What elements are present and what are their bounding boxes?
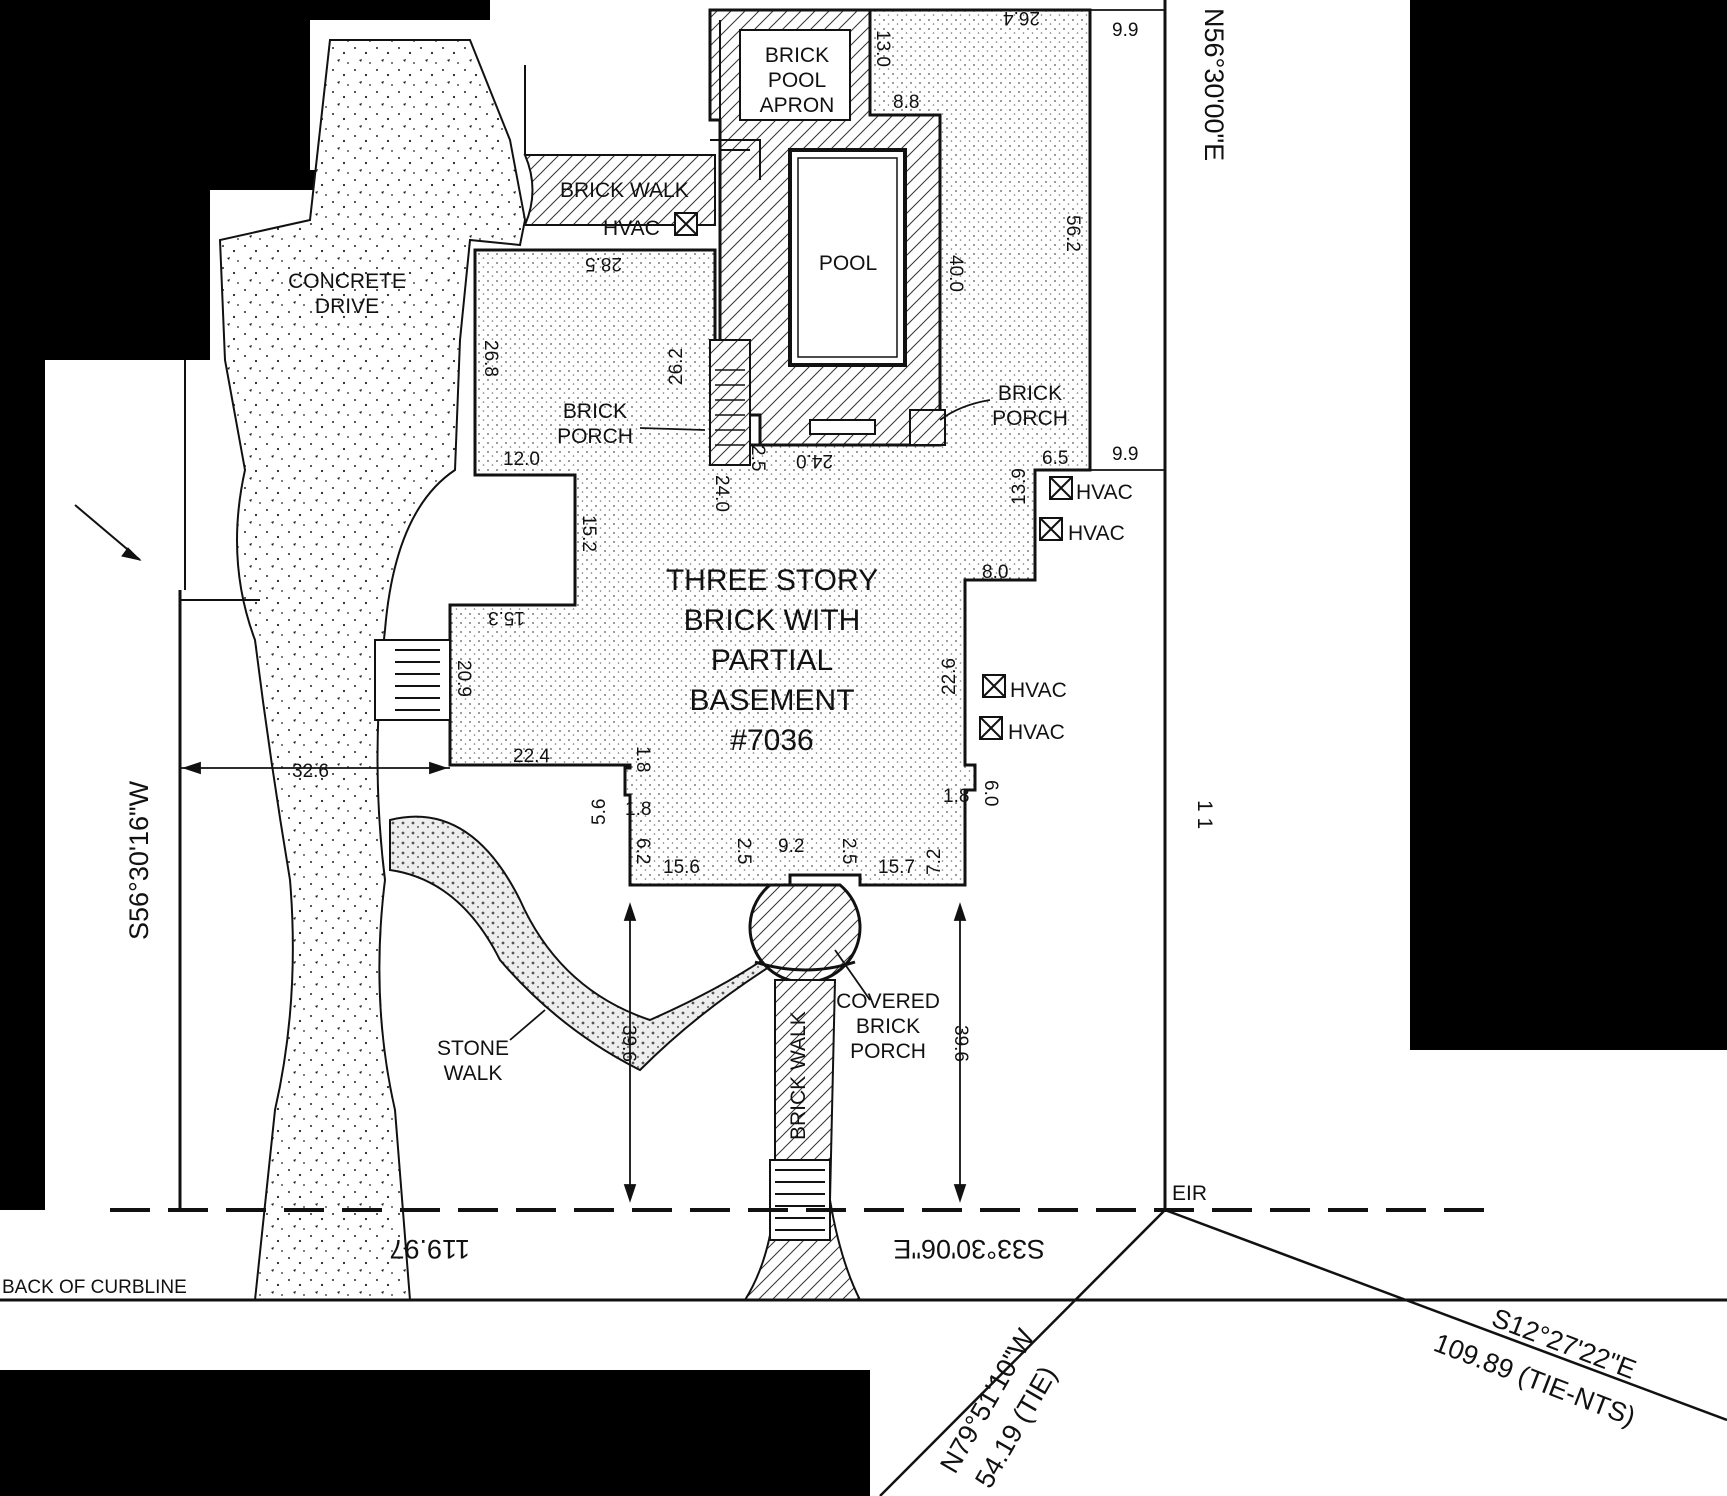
dim-26-2: 26.2 (666, 348, 687, 385)
dim-26-8: 26.8 (480, 340, 501, 377)
brick-walk-front-label: BRICK WALK (787, 1011, 810, 1140)
covered-brick-porch-label-3: PORCH (850, 1040, 926, 1063)
stone-walk-label-2: WALK (444, 1062, 503, 1085)
dim-7-2: 7.2 (924, 849, 945, 875)
stone-walk-label-1: STONE (437, 1037, 509, 1060)
dim-13-0: 13.0 (872, 30, 893, 67)
brick-porch-right-label-1: BRICK (998, 382, 1062, 405)
dimension-lines (180, 9, 1165, 1203)
dim-40-0: 40.0 (945, 255, 966, 292)
concrete-drive (218, 39, 527, 1301)
brick-pool-apron-label-2: POOL (768, 69, 826, 92)
covered-brick-porch-label-2: BRICK (856, 1015, 920, 1038)
dim-15-6: 15.6 (663, 857, 700, 878)
dim-26-4: 26.4 (1003, 7, 1040, 28)
covered-brick-porch-label-1: COVERED (836, 990, 940, 1013)
lot-marker-label: 1 1 (1193, 800, 1216, 829)
side-steps (374, 639, 451, 721)
house-label-4: BASEMENT (689, 684, 854, 717)
dim-32-6: 32.6 (292, 761, 329, 782)
brick-porch-left (709, 339, 751, 466)
house-label-3: PARTIAL (711, 644, 833, 677)
dim-39-6-b: 39.6 (950, 1025, 971, 1062)
pool (788, 148, 907, 367)
brick-walk-top-label: BRICK WALK (560, 179, 689, 202)
dim-15-2: 15.2 (578, 515, 599, 552)
dim-9-2: 9.2 (778, 836, 804, 857)
pool-fence (709, 10, 761, 180)
hvac-label-1: HVAC (603, 217, 660, 240)
front-line-distance: 119.97 (389, 1234, 470, 1264)
brick-walk-top (523, 154, 716, 226)
concrete-drive-label-2: DRIVE (315, 295, 379, 318)
dim-2-5-c: 2.5 (838, 838, 859, 864)
dim-6-0: 6.0 (980, 780, 1001, 806)
brick-pool-apron-label-1: BRICK (765, 44, 829, 67)
concrete-drive-label-1: CONCRETE (288, 270, 406, 293)
east-line-bearing: N56°30'00"E (1199, 8, 1229, 161)
brick-porch-left-label-1: BRICK (563, 400, 627, 423)
house-label-5: #7036 (730, 724, 813, 757)
west-line-bearing: S56°30'16"W (124, 780, 154, 940)
dim-1-8-c: 1.8 (943, 786, 969, 807)
dim-2-5-b: 2.5 (733, 838, 754, 864)
dim-39-6-a: 39.6 (618, 1025, 639, 1062)
brick-porch-left-label-2: PORCH (557, 425, 633, 448)
house-label-1: THREE STORY (666, 564, 878, 597)
dim-15-3: 15.3 (488, 607, 525, 628)
hvac-label-4: HVAC (1010, 679, 1067, 702)
hvac-label-3: HVAC (1068, 522, 1125, 545)
dim-8-0: 8.0 (982, 562, 1008, 583)
dim-22-6: 22.6 (939, 658, 960, 695)
front-line-bearing: S33°30'06"E (893, 1234, 1045, 1264)
dim-2-5-a: 2.5 (747, 445, 768, 471)
eir-label: EIR (1172, 1182, 1207, 1205)
dim-1-8-b: 1.8 (625, 799, 651, 820)
leader-lines (509, 399, 991, 1041)
brick-pool-apron-label-3: APRON (760, 94, 835, 117)
house-label-2: BRICK WITH (684, 604, 861, 637)
dim-56-2: 56.2 (1062, 215, 1083, 252)
dim-24-0-b: 24.0 (711, 475, 732, 512)
dim-20-9: 20.9 (453, 660, 474, 697)
covered-brick-porch (748, 883, 862, 984)
hvac-label-2: HVAC (1076, 481, 1133, 504)
brick-porch-right-label-2: PORCH (992, 407, 1068, 430)
back-of-curbline-label: BACK OF CURBLINE (2, 1277, 187, 1298)
hvac-label-5: HVAC (1008, 721, 1065, 744)
dim-15-7: 15.7 (878, 857, 915, 878)
brick-porch-right (909, 409, 946, 446)
dim-13-9: 13.9 (1009, 468, 1030, 505)
pool-label: POOL (819, 252, 877, 275)
dim-1-8-a: 1.8 (632, 746, 653, 772)
hvac-units (674, 212, 1073, 740)
dim-9-9-top: 9.9 (1112, 20, 1138, 41)
dim-9-9-mid: 9.9 (1112, 444, 1138, 465)
dim-6-5: 6.5 (1042, 448, 1068, 469)
dim-12-0: 12.0 (503, 449, 540, 470)
dim-5-6: 5.6 (589, 799, 610, 825)
dim-6-2: 6.2 (632, 838, 653, 864)
dim-8-8: 8.8 (893, 92, 919, 113)
dim-28-5: 28.5 (585, 253, 622, 274)
dimension-labels: 26.4 9.9 13.0 8.8 56.2 40.0 28.5 26.8 26… (292, 7, 1138, 1062)
dim-24-0-a: 24.0 (796, 450, 833, 471)
dim-22-4: 22.4 (513, 746, 550, 767)
